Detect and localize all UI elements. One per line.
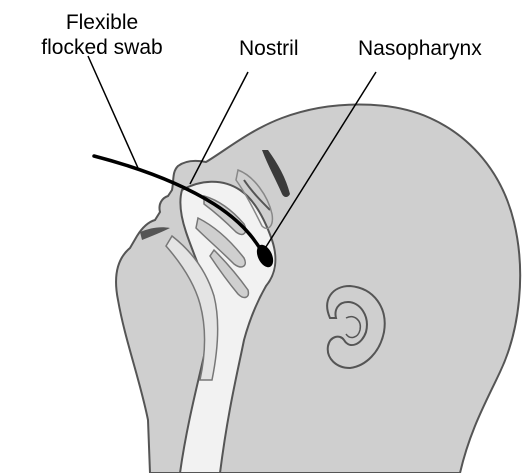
swab-label: Flexible flocked swab <box>16 10 188 60</box>
nasopharynx-label: Nasopharynx <box>358 36 482 61</box>
head-silhouette <box>116 105 520 473</box>
swab-label-line2: flocked swab <box>16 35 188 60</box>
nostril-label: Nostril <box>239 36 299 61</box>
swab-leader-line <box>88 56 138 168</box>
swab-label-line1: Flexible <box>16 10 188 35</box>
